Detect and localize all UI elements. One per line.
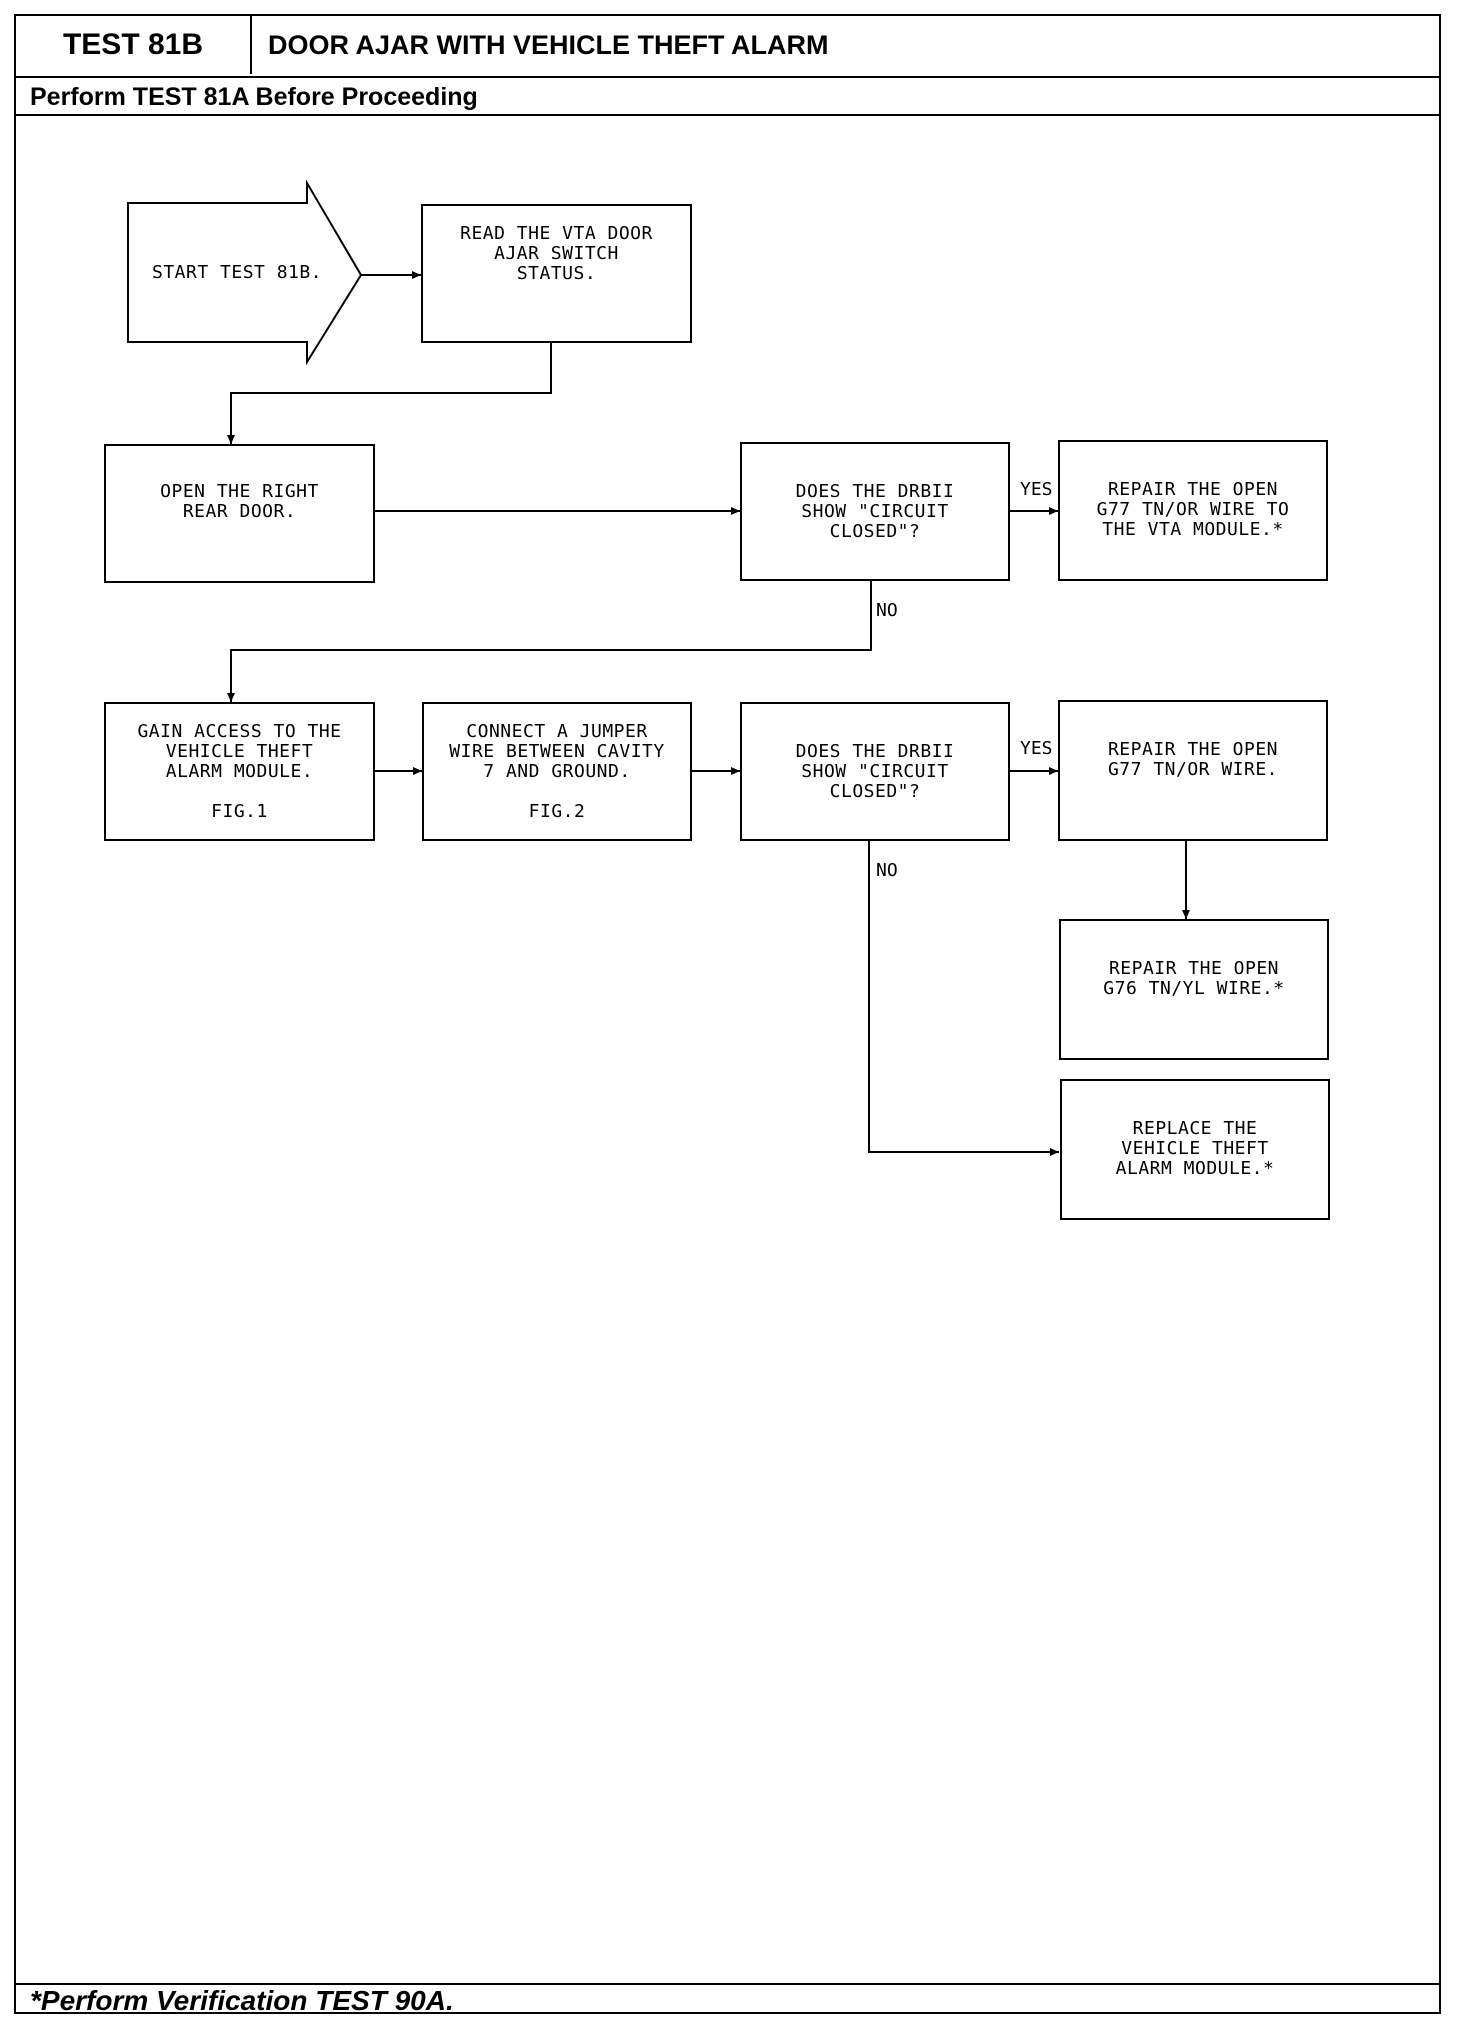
yes-label-1: YES <box>1020 479 1053 500</box>
replace-module-box: REPLACE THE VEHICLE THEFT ALARM MODULE.* <box>1060 1079 1330 1220</box>
gain-access-module-box: GAIN ACCESS TO THE VEHICLE THEFT ALARM M… <box>104 702 375 841</box>
decision-circuit-closed-2: DOES THE DRBII SHOW "CIRCUIT CLOSED"? <box>740 702 1010 841</box>
gain-access-text: GAIN ACCESS TO THE VEHICLE THEFT ALARM M… <box>137 721 342 782</box>
verification-note: *Perform Verification TEST 90A. <box>30 1985 454 2016</box>
repair-g76-wire-box: REPAIR THE OPEN G76 TN/YL WIRE.* <box>1059 919 1329 1060</box>
connect-jumper-text: CONNECT A JUMPER WIRE BETWEEN CAVITY 7 A… <box>449 721 665 782</box>
prerequisite-note: Perform TEST 81A Before Proceeding <box>30 82 478 111</box>
decision-circuit-closed-1: DOES THE DRBII SHOW "CIRCUIT CLOSED"? <box>740 442 1010 581</box>
header-bottom-divider <box>14 114 1441 116</box>
open-rear-door-box: OPEN THE RIGHT REAR DOOR. <box>104 444 375 583</box>
no-label-2: NO <box>876 860 898 881</box>
fig-2-reference: FIG.2 <box>528 801 586 822</box>
test-id: TEST 81B <box>16 16 252 74</box>
yes-label-2: YES <box>1020 738 1053 759</box>
start-arrow-shape <box>127 179 363 366</box>
connect-jumper-box: CONNECT A JUMPER WIRE BETWEEN CAVITY 7 A… <box>422 702 692 841</box>
footer-divider <box>14 1983 1441 1985</box>
fig-1-reference: FIG.1 <box>211 801 268 822</box>
repair-g77-wire-box: REPAIR THE OPEN G77 TN/OR WIRE. <box>1058 700 1328 841</box>
start-label: START TEST 81B. <box>152 262 323 283</box>
read-switch-status-box: READ THE VTA DOOR AJAR SWITCH STATUS. <box>421 204 692 343</box>
page-frame <box>14 14 1441 2014</box>
repair-g77-vta-module-box: REPAIR THE OPEN G77 TN/OR WIRE TO THE VT… <box>1058 440 1328 581</box>
no-label-1: NO <box>876 600 898 621</box>
header-divider <box>14 76 1441 78</box>
test-title: DOOR AJAR WITH VEHICLE THEFT ALARM <box>268 29 829 60</box>
